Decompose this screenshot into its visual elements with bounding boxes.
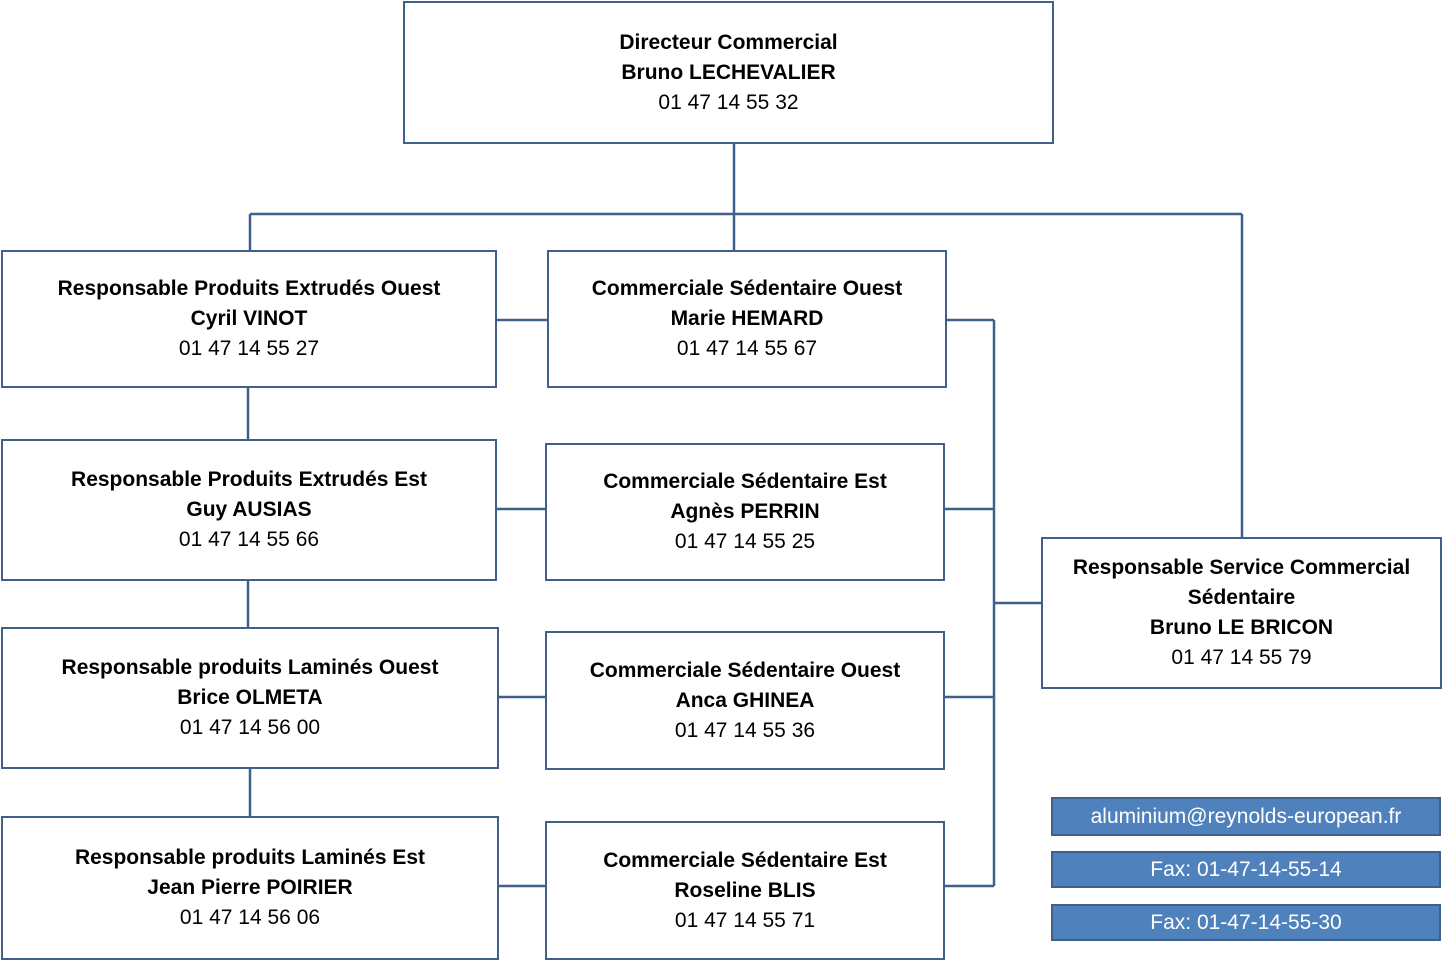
phone-number: 01 47 14 55 66 bbox=[178, 528, 320, 551]
sales-est-box: Commerciale Sédentaire Est Roseline BLIS… bbox=[545, 821, 945, 960]
person-name: Anca GHINEA bbox=[675, 688, 815, 712]
role-title: Responsable produits Laminés Ouest bbox=[61, 656, 439, 679]
director-box: Directeur Commercial Bruno LECHEVALIER 0… bbox=[403, 1, 1054, 144]
role-title: Commerciale Sédentaire Est bbox=[603, 470, 887, 493]
person-name: Bruno LECHEVALIER bbox=[621, 60, 836, 84]
person-name: Agnès PERRIN bbox=[670, 500, 820, 523]
manager-extrudes-ouest-box: Responsable Produits Extrudés Ouest Cyri… bbox=[1, 250, 497, 388]
phone-number: 01 47 14 55 32 bbox=[658, 90, 799, 114]
phone-number: 01 47 14 55 67 bbox=[676, 337, 818, 360]
manager-lamines-ouest-box: Responsable produits Laminés Ouest Brice… bbox=[1, 627, 499, 769]
sales-est-box: Commerciale Sédentaire Est Agnès PERRIN … bbox=[545, 443, 945, 581]
phone-number: 01 47 14 55 36 bbox=[674, 718, 816, 742]
person-name: Jean Pierre POIRIER bbox=[147, 876, 353, 899]
fax-contact-2: Fax: 01-47-14-55-30 bbox=[1051, 904, 1441, 941]
person-name: Bruno LE BRICON bbox=[1149, 616, 1334, 639]
person-name: Guy AUSIAS bbox=[186, 498, 312, 521]
phone-number: 01 47 14 56 00 bbox=[179, 716, 321, 739]
fax-contact-1: Fax: 01-47-14-55-14 bbox=[1051, 851, 1441, 888]
role-title: Commerciale Sédentaire Ouest bbox=[591, 277, 903, 300]
sales-ouest-box: Commerciale Sédentaire Ouest Marie HEMAR… bbox=[547, 250, 947, 388]
manager-extrudes-est-box: Responsable Produits Extrudés Est Guy AU… bbox=[1, 439, 497, 581]
role-title-continued: Sédentaire bbox=[1187, 586, 1296, 609]
person-name: Brice OLMETA bbox=[177, 686, 323, 709]
role-title: Directeur Commercial bbox=[619, 30, 838, 54]
phone-number: 01 47 14 56 06 bbox=[179, 906, 321, 929]
person-name: Cyril VINOT bbox=[190, 307, 308, 330]
sales-ouest-box: Commerciale Sédentaire Ouest Anca GHINEA… bbox=[545, 631, 945, 770]
phone-number: 01 47 14 55 25 bbox=[674, 530, 816, 553]
service-head-box: Responsable Service Commercial Sédentair… bbox=[1041, 537, 1442, 689]
person-name: Marie HEMARD bbox=[670, 307, 824, 330]
manager-lamines-est-box: Responsable produits Laminés Est Jean Pi… bbox=[1, 816, 499, 960]
role-title: Responsable Produits Extrudés Est bbox=[71, 468, 427, 491]
phone-number: 01 47 14 55 71 bbox=[674, 908, 816, 932]
phone-number: 01 47 14 55 27 bbox=[178, 337, 320, 360]
role-title: Responsable Produits Extrudés Ouest bbox=[57, 277, 441, 300]
email-contact: aluminium@reynolds-european.fr bbox=[1051, 797, 1441, 836]
person-name: Roseline BLIS bbox=[674, 878, 816, 902]
role-title: Responsable Service Commercial bbox=[1072, 556, 1411, 579]
phone-number: 01 47 14 55 79 bbox=[1171, 646, 1312, 669]
role-title: Responsable produits Laminés Est bbox=[74, 846, 426, 869]
role-title: Commerciale Sédentaire Est bbox=[603, 848, 887, 872]
role-title: Commerciale Sédentaire Ouest bbox=[589, 658, 901, 682]
